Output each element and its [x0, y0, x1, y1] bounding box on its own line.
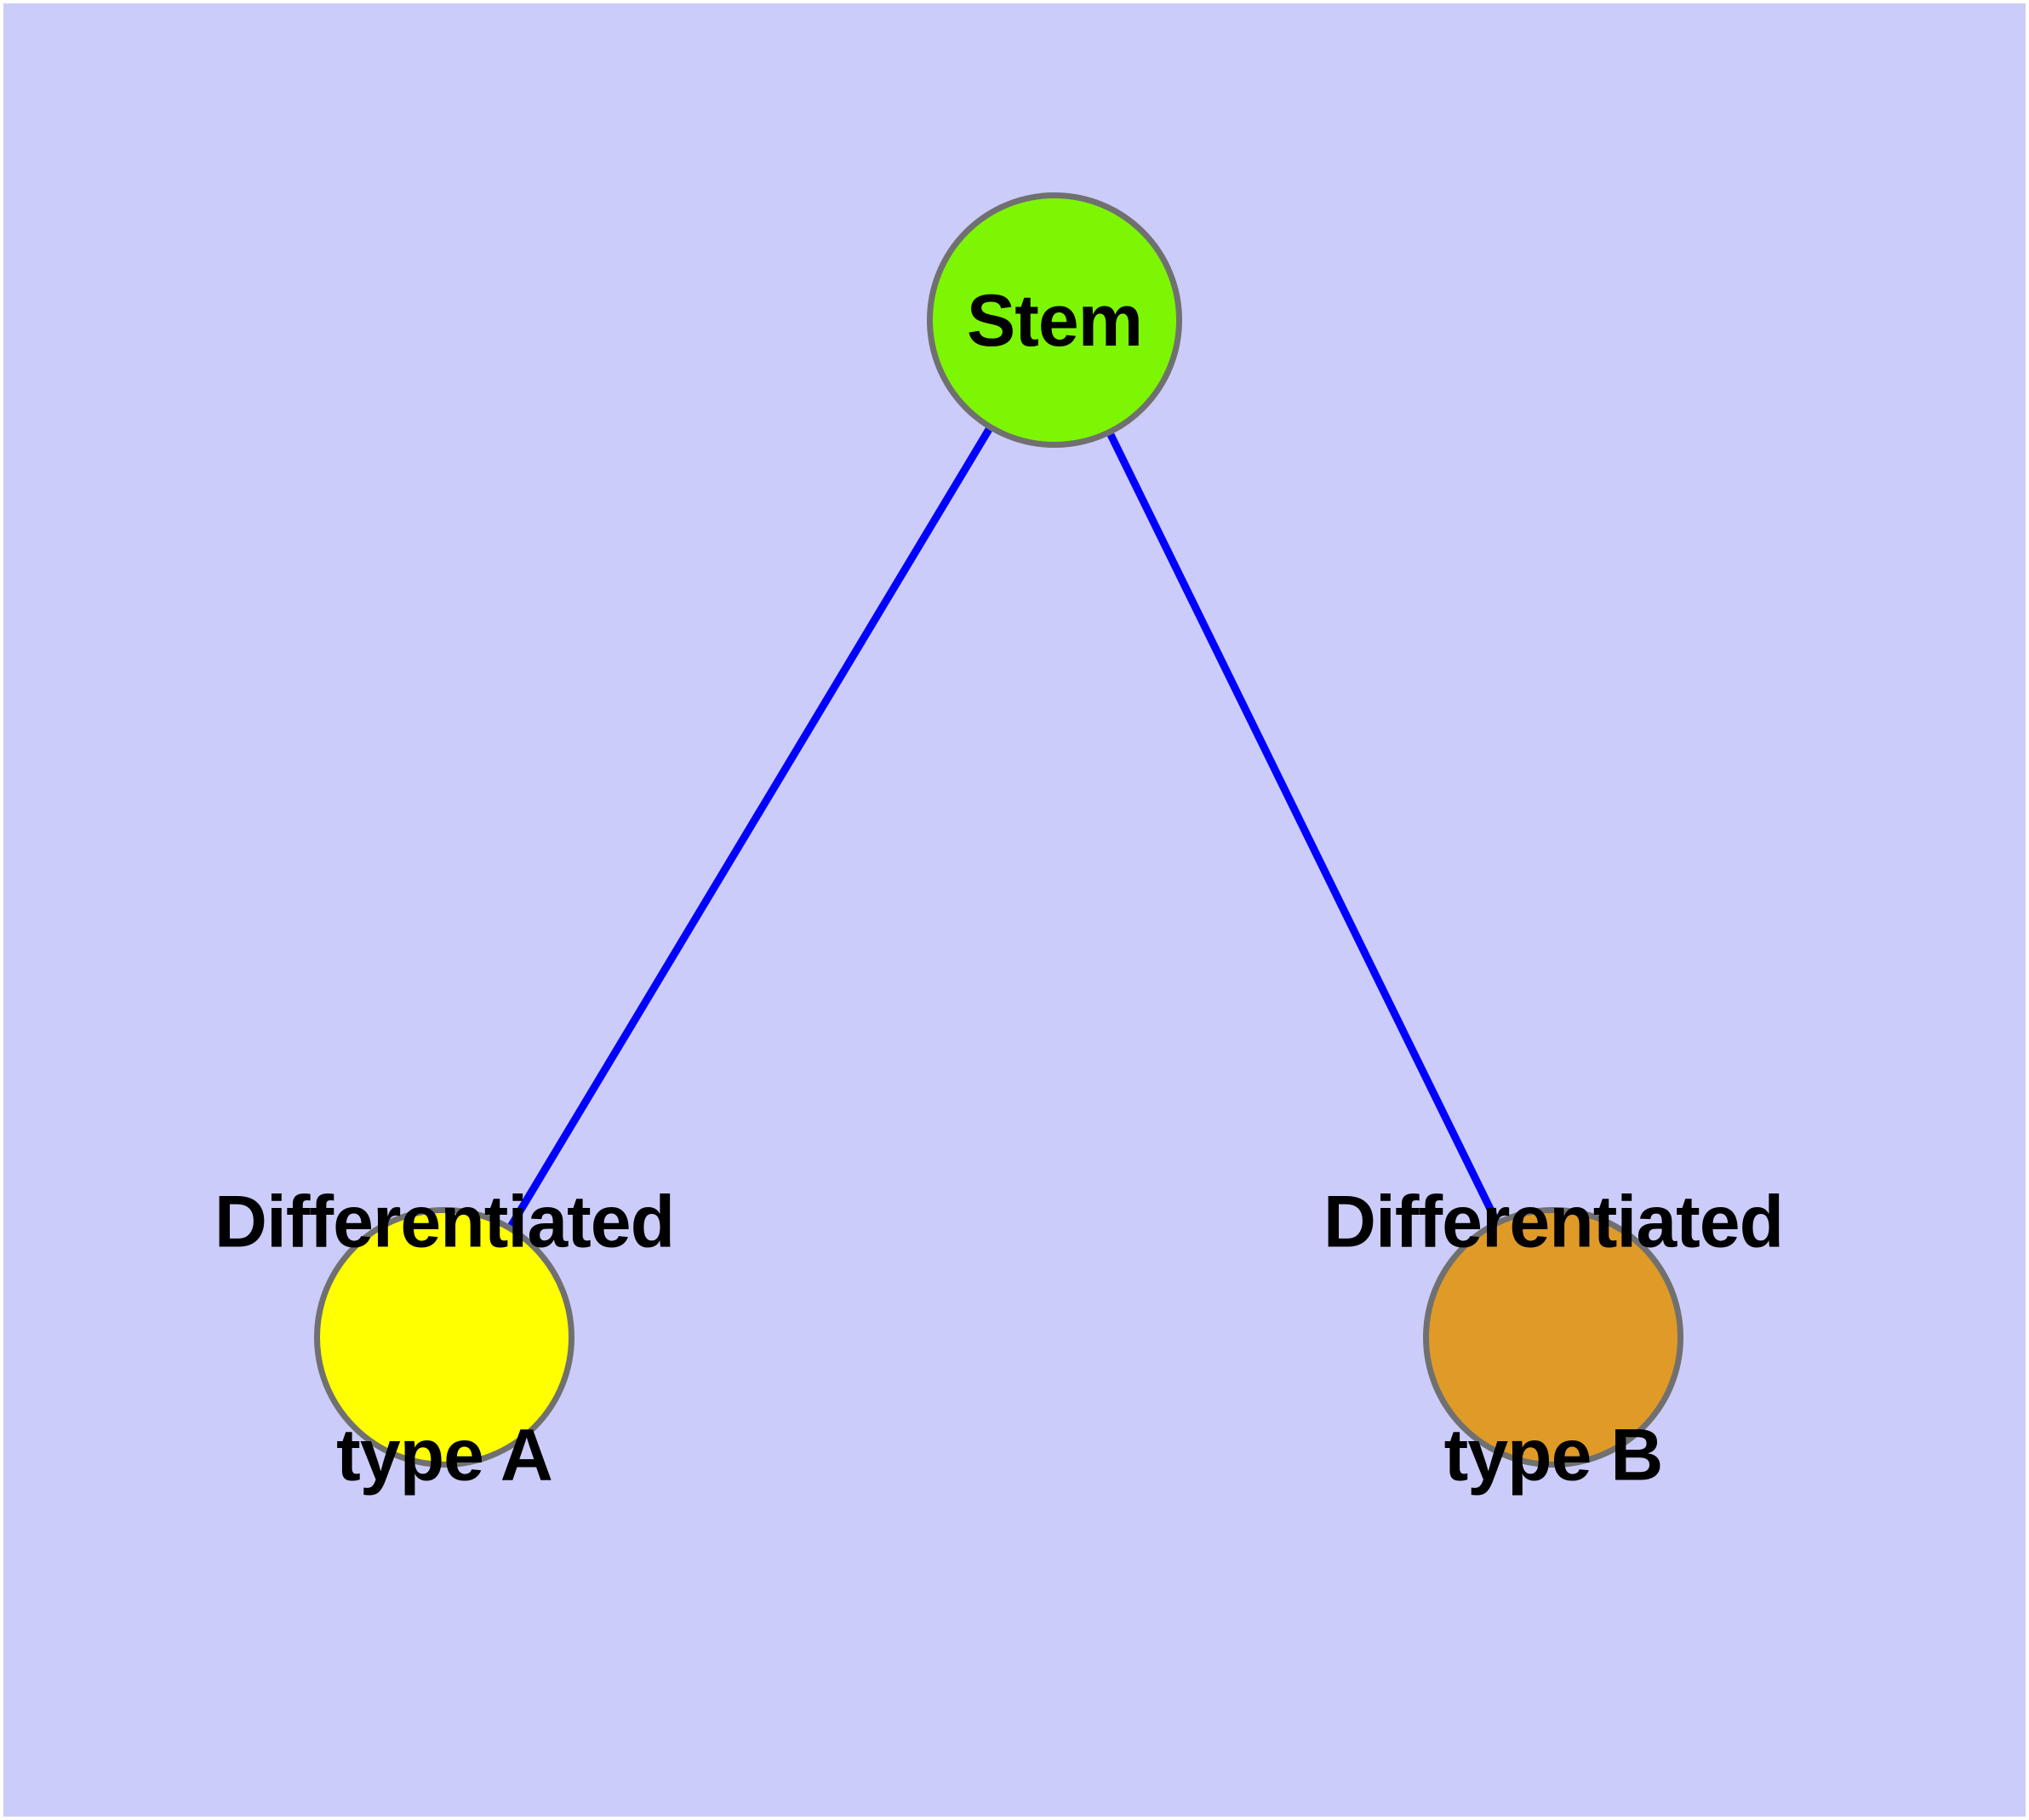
node-layer: [314, 192, 1683, 1468]
edge-stem-to-differentiated-type-b[interactable]: [1107, 432, 1500, 1222]
edge-layer: [507, 427, 1500, 1228]
graph-svg: [314, 192, 1683, 1468]
node-differentiated-type-a[interactable]: [314, 1207, 574, 1468]
node-differentiated-type-b[interactable]: [1423, 1207, 1683, 1468]
edge-stem-to-differentiated-type-a[interactable]: [507, 427, 992, 1228]
node-stem[interactable]: [927, 192, 1182, 448]
